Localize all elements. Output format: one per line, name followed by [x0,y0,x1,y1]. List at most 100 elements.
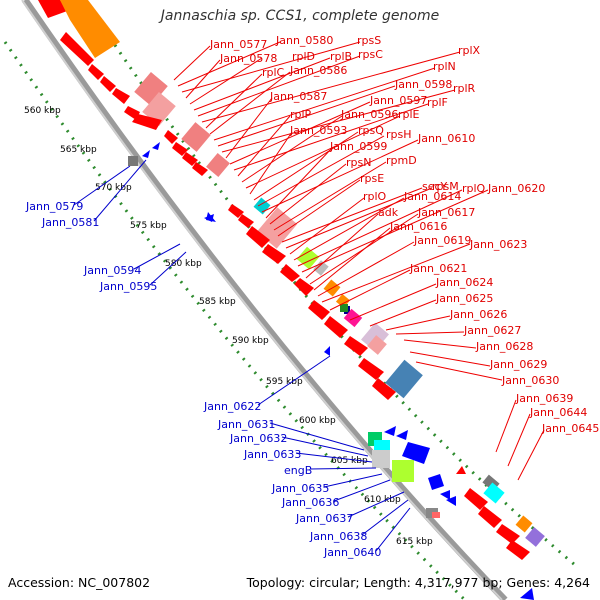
gene-label: Jann_0597 [369,94,427,107]
gene-label: Jann_0619 [413,234,471,247]
gene-label: Jann_0635 [271,482,329,495]
leader-line [177,41,281,87]
gene-feature [402,442,430,464]
gene-label: Jann_0629 [489,358,547,371]
gene-label: Jann_0644 [529,406,587,419]
gene-feature [440,490,450,500]
forward-leader-lines [173,41,545,481]
gene-label: rpsS [357,34,381,47]
gene-label: rplF [427,96,448,109]
gene-feature [344,336,368,356]
leader-line [93,159,147,222]
gene-label: Jann_0639 [515,392,573,405]
gene-label: rpsC [358,48,383,61]
gene-label: Jann_0593 [289,124,347,137]
leader-line [265,147,333,219]
gene-feature [456,466,466,474]
gene-feature [372,450,390,468]
leader-line [395,331,465,335]
leader-line [317,241,415,297]
kbp-tick-label: 580 kbp [165,259,202,269]
gene-feature [134,71,168,107]
gene-feature [206,152,230,178]
gene-label: rplQ [462,182,486,195]
gene-feature [206,212,216,222]
gene-feature [367,335,387,355]
gene-label: Jann_0595 [99,280,157,293]
kbp-tick-label: 605 kbp [331,456,368,466]
gene-label: adk [378,206,399,219]
genome-backbone-highlight [21,0,503,600]
leader-line [277,179,361,237]
gene-label: rplE [398,108,420,121]
gene-label: rpsQ [358,124,384,137]
gene-label: Jann_0623 [469,238,527,251]
gene-label: rplN [433,60,456,73]
gene-feature [340,304,348,312]
gene-label: Jann_0581 [41,216,99,229]
gene-feature [446,496,456,506]
gene-label: rpsE [360,172,384,185]
leader-line [305,213,379,279]
inner-dotted-ring [3,41,467,600]
kbp-tick-label: 575 kbp [130,221,167,231]
leader-line [409,351,491,367]
kbp-tick-label: 610 kbp [364,495,401,505]
gene-label: Jann_0632 [229,432,287,445]
leader-line [403,339,477,349]
gene-feature [464,488,488,510]
leader-line [229,101,371,165]
gene-feature [374,440,390,452]
gene-label: Jann_0577 [209,38,267,51]
gene-label: Jann_0579 [25,200,83,213]
gene-label: Jann_0624 [435,276,493,289]
map-title: Jannaschia sp. CCS1, complete genome [160,8,440,24]
kbp-tick-label: 565 kbp [60,145,97,155]
leader-line [347,491,405,518]
gene-feature [308,300,330,320]
leader-line [213,67,436,141]
gene-label: Jann_0645 [541,422,599,435]
gene-label: Jann_0617 [417,206,475,219]
gene-feature [294,278,314,296]
leader-line [281,436,369,457]
gene-label: Jann_0578 [219,52,277,65]
gene-feature [246,226,270,248]
gene-label: Jann_0636 [281,496,339,509]
gene-label: Jann_0638 [309,530,367,543]
gene-feature [38,0,70,18]
gene-label: Jann_0616 [389,220,447,233]
gene-label: rplR [453,82,476,95]
leader-line [313,227,391,291]
leader-line [361,499,409,536]
topology-text: Topology: circular; Length: 4,317,977 bp… [246,575,590,590]
gene-label: Jann_0626 [449,308,507,321]
leader-line [321,243,471,303]
forward-labels: Jann_0577 Jann_0580 rpsS Jann_0578 rplD … [209,34,599,435]
gene-feature [60,0,120,58]
kbp-tick-label: 585 kbp [199,297,236,307]
leader-line [295,452,373,463]
gene-label: Jann_0630 [501,374,559,387]
gene-label: Jann_0633 [243,448,301,461]
gene-label: rplO [363,190,387,203]
gene-feature [385,359,423,399]
leader-line [233,103,429,171]
leader-line [253,131,359,201]
gene-feature [262,244,286,264]
gene-label: Jann_0637 [295,512,353,525]
leader-line [209,71,291,135]
gene-label: Jann_0622 [203,400,261,413]
gene-feature [396,430,408,440]
gene-label: Jann_0594 [83,264,141,277]
gene-label: secY [422,180,448,193]
leader-line [237,115,291,177]
gene-label: rplD [292,50,315,63]
leader-line [225,97,273,159]
gene-feature [428,474,444,490]
gene-feature [142,150,150,158]
gene-feature [152,142,160,150]
gene-feature [392,460,414,482]
leader-line [329,269,411,311]
leader-line [217,85,396,147]
